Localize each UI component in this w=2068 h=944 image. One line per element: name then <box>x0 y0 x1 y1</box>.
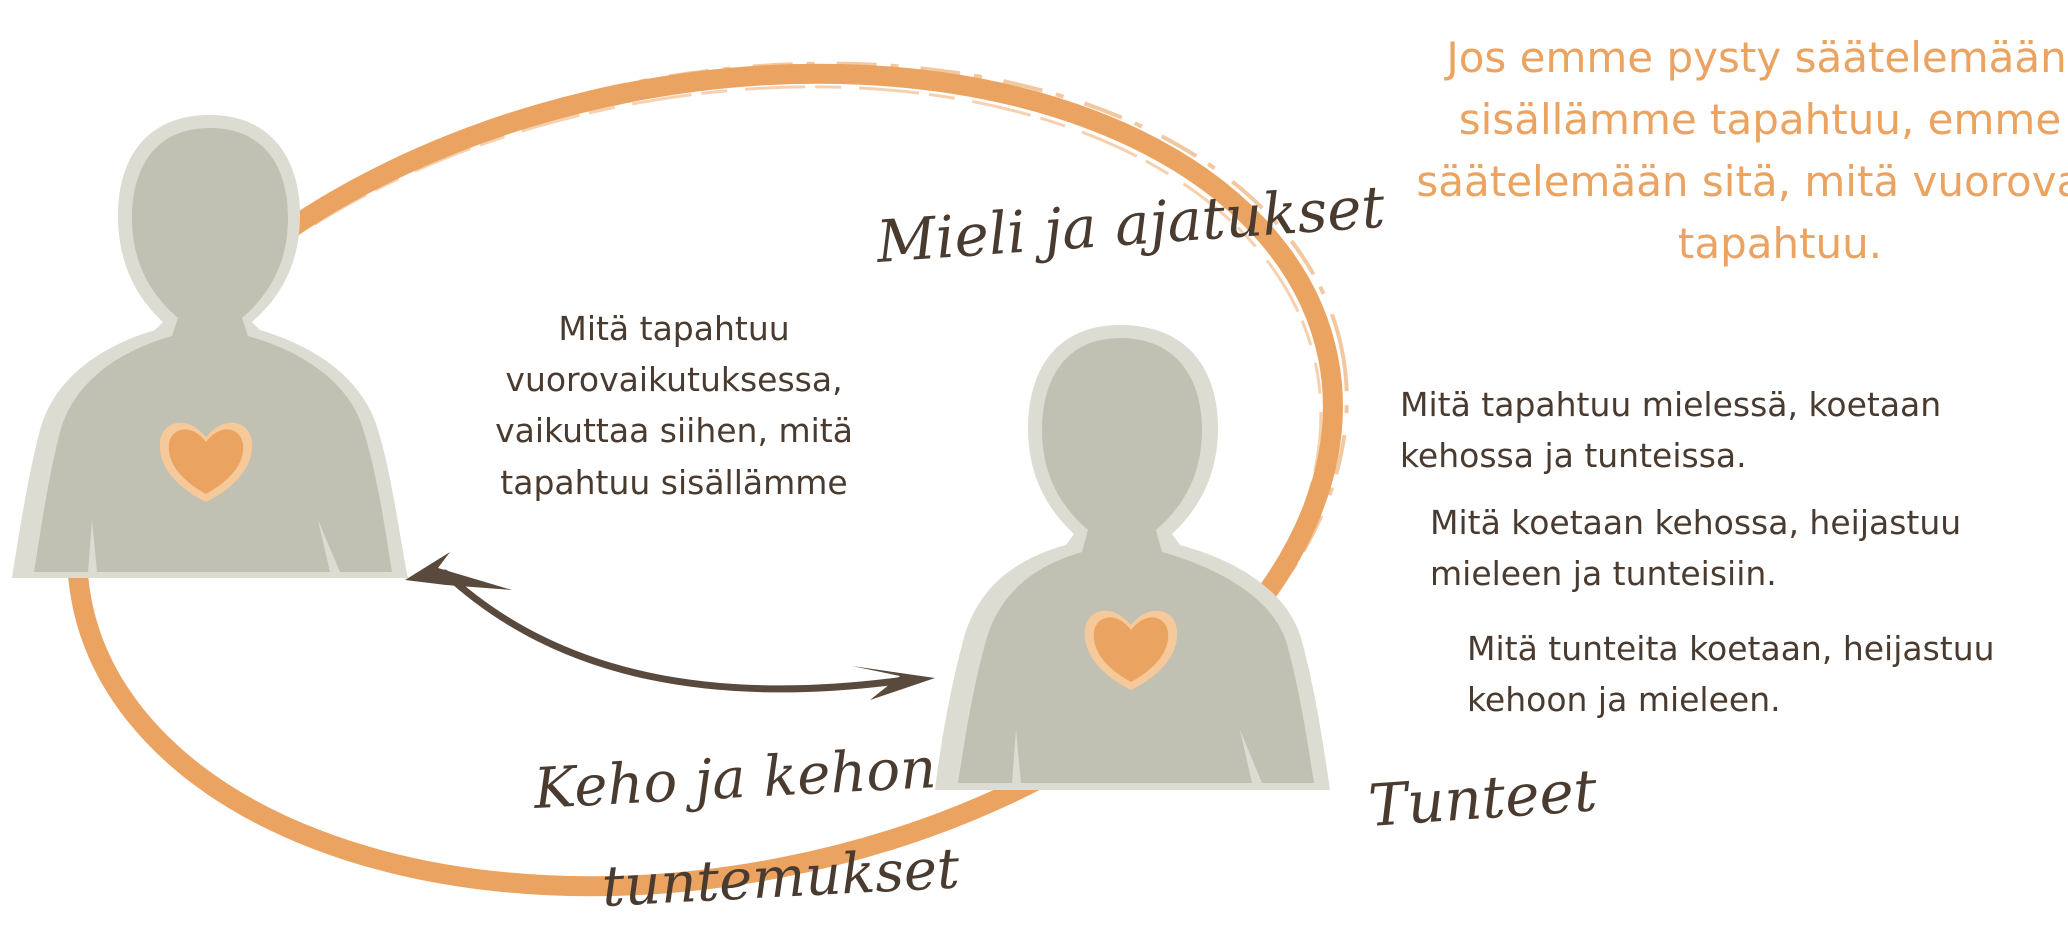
bidirectional-arrow <box>405 552 935 700</box>
headline-line-3: säätelemään sitä, mitä vuorovaiku <box>1416 157 2068 206</box>
person-figure-right <box>935 325 1330 790</box>
statement-1-line-1: Mitä tapahtuu mielessä, koetaan <box>1400 385 1941 424</box>
interaction-note-line-4: tapahtuu sisällämme <box>500 463 847 502</box>
interaction-note: Mitä tapahtuu vuorovaikutuksessa, vaikut… <box>495 309 853 502</box>
heart-icon <box>1084 610 1178 690</box>
label-emotions: Tunteet <box>1366 756 1600 840</box>
statement-2-line-1: Mitä koetaan kehossa, heijastuu <box>1430 503 1961 542</box>
statement-3-line-1: Mitä tunteita koetaan, heijastuu <box>1467 629 1995 668</box>
label-mind: Mieli ja ajatukset <box>873 173 1387 276</box>
headline-line-2: sisällämme tapahtuu, emme p <box>1459 95 2068 144</box>
statements: Mitä tapahtuu mielessä, koetaan kehossa … <box>1400 385 1995 719</box>
headline-line-4: tapahtuu. <box>1678 219 1882 268</box>
label-body-line-2: tuntemukset <box>600 836 961 920</box>
headline-line-1: Jos emme pysty säätelemään si <box>1443 33 2068 82</box>
interaction-note-line-1: Mitä tapahtuu <box>558 309 789 348</box>
headline: Jos emme pysty säätelemään si sisällämme… <box>1416 33 2068 268</box>
statement-3-line-2: kehoon ja mieleen. <box>1467 680 1781 719</box>
interaction-note-line-2: vuorovaikutuksessa, <box>505 360 842 399</box>
statement-1-line-2: kehossa ja tunteissa. <box>1400 436 1747 475</box>
interaction-note-line-3: vaikuttaa siihen, mitä <box>495 411 853 450</box>
person-figure-left <box>12 115 408 578</box>
statement-2-line-2: mieleen ja tunteisiin. <box>1430 554 1777 593</box>
label-body-line-1: Keho ja kehon <box>531 736 937 822</box>
heart-icon <box>159 422 253 502</box>
cycle-ellipse <box>67 61 1349 897</box>
